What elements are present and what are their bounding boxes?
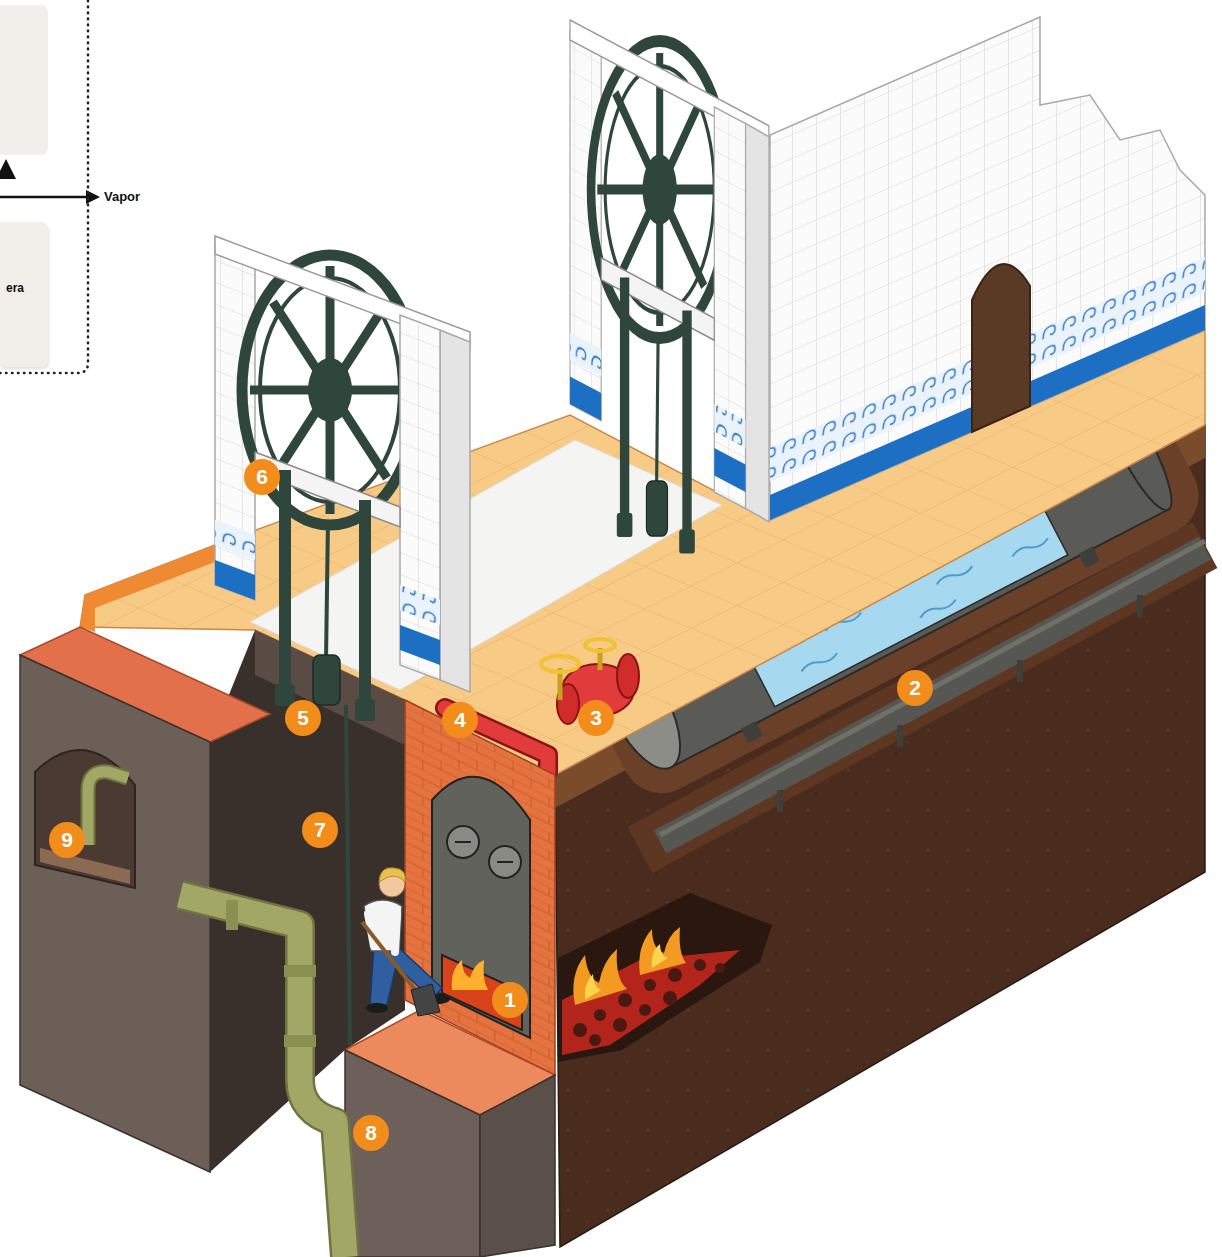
coal-lumps	[594, 1009, 606, 1021]
steam-arrow	[0, 196, 88, 199]
callout-number: 8	[353, 1115, 389, 1151]
tank-foot	[741, 721, 763, 743]
flame	[573, 949, 627, 1005]
niche-floor	[40, 848, 130, 884]
callout-number: 5	[285, 700, 321, 736]
flame	[639, 927, 686, 975]
arched-doorway	[972, 264, 1030, 432]
coal-lumps	[618, 993, 632, 1007]
coal-lumps	[573, 1023, 587, 1037]
pipe-joint	[284, 1035, 316, 1047]
stoker-ledge	[345, 1010, 555, 1257]
callout-number: 2	[897, 670, 933, 706]
coal-lumps	[715, 963, 725, 973]
exhaust-pipe	[180, 895, 345, 1257]
coal-lumps	[639, 1004, 651, 1016]
tile-ornament	[770, 257, 1205, 482]
valve-flange	[617, 654, 639, 698]
valve-handwheel	[541, 656, 579, 672]
cropped-panel	[0, 5, 48, 155]
wall-niche	[35, 750, 135, 888]
pipe-joint	[284, 965, 316, 977]
flow-label: Vapor	[104, 189, 140, 205]
shovel-blade	[411, 984, 440, 1016]
shovel-handle	[362, 922, 420, 996]
callout-number: 1	[492, 982, 528, 1018]
callout-number: 7	[302, 812, 338, 848]
tank-foot	[1079, 546, 1101, 568]
callout-number: 6	[244, 459, 280, 495]
winding-frame-left	[215, 236, 470, 721]
flame	[452, 960, 488, 990]
coal-lumps	[644, 979, 656, 991]
winding-frame-right	[570, 20, 769, 554]
back-wall	[770, 17, 1205, 520]
stone-block	[480, 1075, 555, 1257]
shoe	[366, 1003, 388, 1013]
vent-slots	[455, 842, 513, 862]
coal-lumps	[663, 991, 677, 1005]
shirt	[364, 900, 402, 951]
hoist-cable	[346, 705, 350, 1045]
pipe-outline	[88, 772, 128, 845]
legend-panel: era	[0, 222, 48, 367]
coal-lumps	[589, 1034, 601, 1046]
stone-block	[345, 1050, 480, 1257]
arm	[395, 914, 397, 952]
valve-handwheel	[585, 639, 615, 651]
coal-lumps	[694, 959, 706, 971]
tiled-wall	[770, 17, 1205, 520]
dotted-border	[0, 0, 88, 373]
stoker-figure	[362, 868, 450, 1016]
callout-number: 3	[578, 700, 614, 736]
panel-text: era	[6, 281, 24, 296]
olive-pipe	[180, 895, 345, 1257]
coal-lumps	[668, 968, 682, 982]
pipe-outline	[180, 895, 345, 1257]
callout-number: 4	[442, 702, 478, 738]
flame-core	[585, 944, 668, 1000]
callout-number: 9	[49, 822, 85, 858]
hair	[379, 868, 405, 882]
olive-pipe	[88, 772, 128, 845]
furnace-fire	[558, 893, 772, 1062]
pipe-supports	[780, 595, 1140, 812]
fire-chamber	[558, 893, 772, 1062]
pipe-joint	[226, 900, 238, 930]
stone-block	[20, 655, 210, 1172]
floor-edge	[80, 545, 215, 632]
arrow-head	[0, 159, 16, 179]
coal-lumps	[613, 1018, 627, 1032]
